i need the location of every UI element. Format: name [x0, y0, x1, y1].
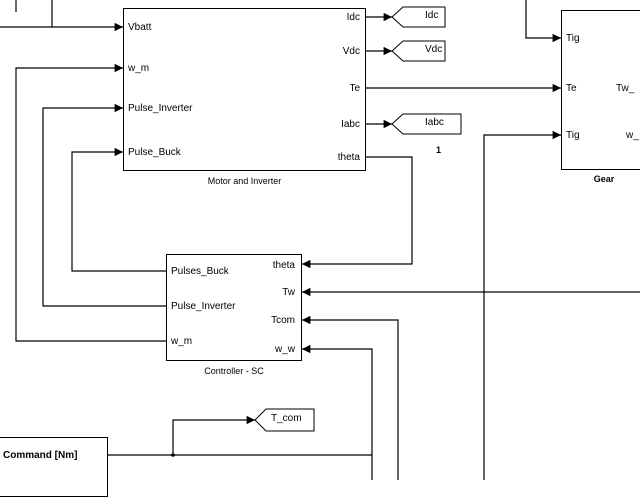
gear-port-te: Te — [566, 83, 577, 94]
command-block[interactable]: Command [Nm] — [0, 437, 108, 497]
controller-port-w-w: w_w — [274, 344, 295, 355]
gear-port-tig-top: Tig — [566, 33, 580, 44]
goto-idc-label: Idc — [425, 10, 439, 21]
motor-port-theta: theta — [337, 152, 360, 163]
controller-port-tcom: Tcom — [271, 315, 295, 326]
signal-line-w-m[interactable] — [15, 63, 166, 342]
goto-vdc-shape[interactable] — [391, 40, 446, 62]
controller-port-tw: Tw — [282, 287, 295, 298]
controller-port-pulse-inverter: Pulse_Inverter — [171, 301, 236, 312]
motor-port-pulse-buck: Pulse_Buck — [128, 147, 181, 158]
gear-port-tig: Tig — [566, 130, 580, 141]
gear-block[interactable]: Tig Te Tig Tw_ w_ — [561, 10, 640, 170]
controller-block[interactable]: Pulses_Buck Pulse_Inverter w_m theta Tw … — [166, 254, 302, 361]
goto-vdc-label: Vdc — [425, 44, 443, 55]
gear-caption: Gear — [593, 174, 615, 184]
motor-port-iabc: Iabc — [341, 119, 360, 130]
goto-t-com-label: T_com — [271, 413, 302, 424]
signal-line-theta[interactable] — [302, 156, 413, 269]
gear-port-w: w_ — [626, 130, 639, 141]
motor-port-vbatt: Vbatt — [128, 22, 152, 33]
signal-line-vbatt[interactable] — [0, 0, 123, 27]
command-label: Command [Nm] — [3, 450, 78, 461]
signal-line-gear-tig-top[interactable] — [525, 0, 561, 43]
junction-dot — [171, 453, 175, 457]
signal-line-tcom[interactable] — [302, 315, 399, 480]
goto-idc-shape[interactable] — [391, 6, 446, 28]
motor-inverter-caption: Motor and Inverter — [207, 176, 282, 186]
goto-iabc-label: Iabc — [425, 117, 444, 128]
controller-port-pulses-buck: Pulses_Buck — [171, 266, 229, 277]
diagram-canvas — [0, 0, 640, 480]
goto-iabc-shape[interactable] — [391, 113, 462, 135]
motor-port-vdc: Vdc — [342, 46, 360, 57]
goto-iabc-number: 1 — [436, 145, 442, 155]
motor-inverter-block[interactable]: Vbatt w_m Pulse_Inverter Pulse_Buck Idc … — [123, 8, 366, 171]
gear-port-tw: Tw_ — [616, 83, 635, 94]
goto-t-com-shape[interactable] — [254, 408, 315, 432]
signal-line-w-w[interactable] — [302, 344, 373, 480]
motor-port-w-m: w_m — [128, 63, 150, 74]
controller-port-w-m: w_m — [171, 336, 193, 347]
controller-port-theta: theta — [272, 260, 295, 271]
motor-port-te: Te — [349, 83, 360, 94]
controller-caption: Controller - SC — [204, 366, 264, 376]
motor-port-pulse-inverter: Pulse_Inverter — [128, 103, 193, 114]
signal-line-t-com-goto[interactable] — [172, 415, 255, 455]
signal-line-pulse-inverter[interactable] — [42, 103, 166, 307]
signal-line-gear-tig[interactable] — [483, 130, 561, 480]
motor-port-idc: Idc — [346, 12, 360, 23]
signal-line-pulse-buck[interactable] — [71, 147, 166, 272]
